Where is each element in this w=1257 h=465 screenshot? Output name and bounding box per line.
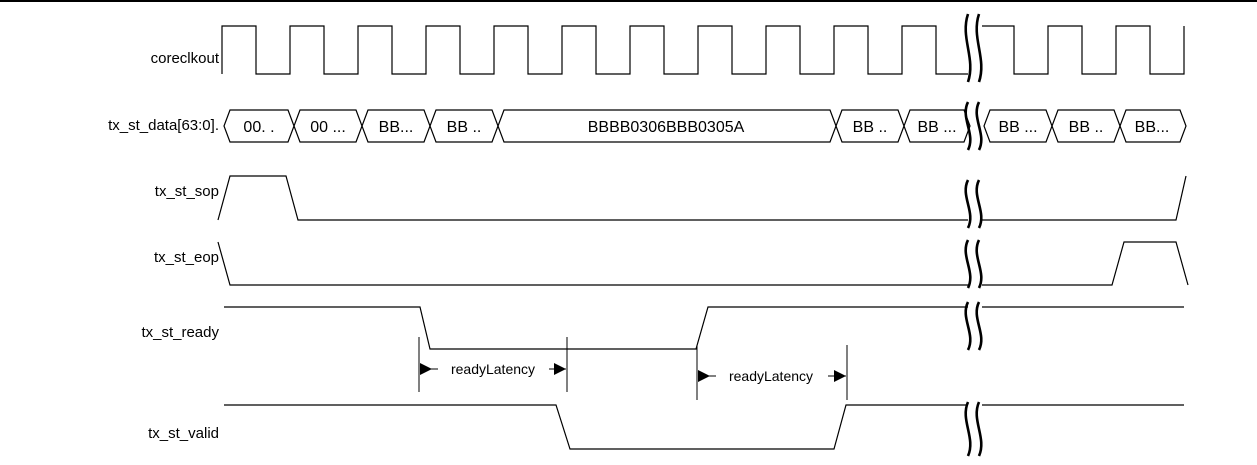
bus-value: 00. . [243,119,274,136]
ready-latency-annotation-2: readyLatency [696,345,848,400]
tx-st-sop-waveform-after-break [982,175,1187,221]
signal-label-tx-st-eop: tx_st_eop [153,249,219,266]
bus-segment [429,109,499,143]
time-break-marks [964,13,983,457]
bus-segment [361,109,431,143]
bus-segment [223,109,295,143]
break-mark [964,179,972,229]
bus-value: BB .. [853,119,888,136]
break-mark [964,401,972,457]
bus-segment [497,109,837,143]
signal-label-tx-st-valid: tx_st_valid [148,425,219,442]
break-mark [964,301,972,351]
top-rule [0,0,1257,2]
tx-st-eop-waveform-after-break [982,241,1189,286]
bus-value: BBBB0306BBB0305A [588,119,745,136]
bus-value: 00 ... [310,119,346,136]
break-mark [975,179,983,229]
break-mark [975,301,983,351]
break-mark [964,101,972,151]
bus-value: BB... [1135,119,1170,136]
bus-segment [293,109,363,143]
arrow-right-icon [420,363,432,375]
bus-segment [1119,109,1187,143]
ready-latency-label-2: readyLatency [729,368,813,384]
coreclkout-waveform-after-break [982,25,1185,75]
bus-value: BB ... [917,119,956,136]
break-mark [975,13,983,83]
bus-segment [903,109,971,143]
bus-segment [835,109,905,143]
bus-value: BB .. [1069,119,1104,136]
bus-value: BB ... [998,119,1037,136]
bus-segment [1051,109,1121,143]
signal-label-tx-st-data: tx_st_data[63:0]. [108,117,219,134]
tx-st-data-bus: 00. . 00 ... BB... BB .. BBBB0306BBB0305… [223,109,1187,143]
ready-latency-label-1: readyLatency [451,361,535,377]
tx-st-sop-waveform [217,175,968,221]
signal-label-coreclkout: coreclkout [150,50,219,67]
ready-latency-annotation-1: readyLatency [418,337,568,392]
bus-segment [983,109,1053,143]
signal-label-tx-st-sop: tx_st_sop [154,183,219,200]
break-mark [964,239,972,289]
arrow-right-icon [698,370,710,382]
coreclkout-waveform [221,25,968,75]
tx-st-ready-waveform [224,306,968,350]
tx-st-valid-waveform [224,404,968,450]
signal-label-tx-st-ready: tx_st_ready [141,324,219,341]
bus-value: BB... [379,119,414,136]
tx-st-eop-waveform [217,241,968,286]
arrow-right-icon [834,370,846,382]
break-mark [975,401,983,457]
break-mark [975,101,983,151]
break-mark [975,239,983,289]
bus-value: BB .. [447,119,482,136]
arrow-right-icon [554,363,566,375]
break-mark [964,13,972,83]
